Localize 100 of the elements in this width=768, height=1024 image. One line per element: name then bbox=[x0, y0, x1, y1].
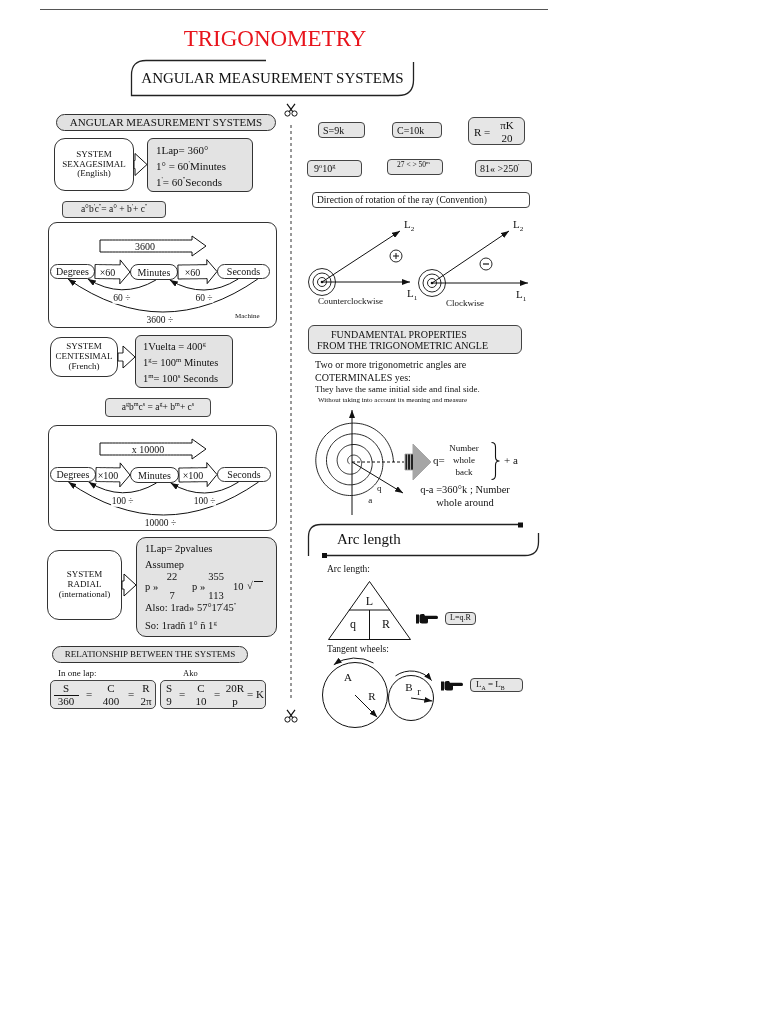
section-heading: ANGULAR MEASUREMENT SYSTEMS bbox=[141, 69, 404, 87]
conversion-text: Assumep bbox=[145, 559, 185, 571]
angle-label: q bbox=[376, 484, 382, 495]
heading-frame bbox=[307, 522, 540, 558]
formula-box bbox=[50, 680, 156, 709]
body-text: They have the same initial side and final side. bbox=[315, 385, 480, 395]
edge-label: ×100 bbox=[96, 469, 120, 481]
formula-text: 360 bbox=[57, 695, 75, 708]
formula-text: = bbox=[213, 688, 221, 701]
direction-caption: Clockwise bbox=[446, 299, 484, 309]
unit-name: Degrees bbox=[56, 469, 90, 480]
conversion-text: So: 1radñ 1° ñ 1$^{g}$ bbox=[145, 620, 217, 632]
unit-name: Minutes bbox=[137, 266, 171, 278]
curved-arrow bbox=[67, 278, 259, 313]
curved-arrow bbox=[88, 481, 157, 494]
system-name: SYSTEM RADIAL (international) bbox=[57, 570, 112, 600]
conversion-text: 1Vuelta = 400$^{g}$ bbox=[143, 341, 206, 353]
formula-text: L=q.R bbox=[450, 614, 471, 623]
formula-text: C bbox=[107, 682, 115, 695]
formula-box bbox=[470, 678, 523, 692]
conversion-text: 355 bbox=[208, 571, 224, 583]
caption-box bbox=[312, 192, 530, 208]
edge-label: ×60 bbox=[183, 266, 202, 278]
edge-label: 60 ÷ bbox=[112, 293, 132, 304]
formula-text: = K bbox=[247, 688, 264, 701]
conversion-text: Also: 1rad» 57°17$^{'}$45$^{''}$ bbox=[145, 602, 237, 614]
formula-text: q= bbox=[433, 454, 445, 467]
formula-text: 9$^{o}$10$^{g}$ bbox=[314, 163, 336, 174]
formula-box bbox=[468, 117, 525, 145]
formula-text: 20 bbox=[501, 132, 513, 145]
formula-text: = bbox=[178, 688, 186, 701]
section-heading: ANGULAR MEASUREMENT SYSTEMS bbox=[69, 116, 263, 129]
system-name: SYSTEM SEXAGESIMAL (English) bbox=[61, 149, 127, 180]
block-arrow bbox=[133, 153, 148, 176]
formula-text: R = bbox=[474, 126, 491, 139]
formula-text: a$^{g}$b$^{m}$c$^{s}$ = a$^{g}$+ b$^{m}$+ c$^{s}$ bbox=[121, 402, 195, 413]
callout-box bbox=[47, 550, 122, 620]
formula-text: S=9k bbox=[323, 125, 345, 136]
formula-text: = bbox=[85, 688, 93, 701]
conversion-text: 1Lap= 2pvalues bbox=[145, 543, 213, 555]
conversion-text: 22 bbox=[166, 571, 178, 583]
ray-label: L$_{1}$ bbox=[516, 288, 527, 301]
formula-text: q-a =360°k ; Number whole around bbox=[419, 483, 511, 509]
section-heading: RELATIONSHIP BETWEEN THE SYSTEMS bbox=[64, 649, 236, 660]
wheel-label: r bbox=[417, 685, 421, 697]
page-title: TRIGONOMETRY bbox=[183, 26, 367, 52]
info-panel bbox=[135, 335, 233, 388]
wheel-label: B bbox=[405, 680, 413, 694]
section-heading: Arc length bbox=[337, 531, 401, 548]
callout-box bbox=[54, 138, 134, 191]
formula-text: = bbox=[127, 688, 135, 701]
conversion-text: 1Lap= 360° bbox=[156, 144, 209, 157]
edge-label: 100 ÷ bbox=[110, 496, 135, 507]
block-arrow bbox=[117, 345, 136, 369]
formula-triangle bbox=[328, 581, 411, 640]
formula-box bbox=[387, 159, 443, 175]
edge-label: 10000 ÷ bbox=[143, 517, 178, 529]
edge-label: 60 ÷ bbox=[194, 292, 214, 304]
conversion-text: 1$^{'}$= 60$^{''}$Seconds bbox=[156, 176, 222, 189]
edge-label: 100 ÷ bbox=[192, 495, 217, 507]
unit-name: Seconds bbox=[227, 469, 261, 480]
formula-text: L$_{A}$ = L$_{B}$ bbox=[476, 680, 505, 690]
formula-box bbox=[62, 201, 166, 218]
formula-box bbox=[445, 612, 476, 625]
edge-label: ×100 bbox=[181, 469, 205, 481]
arrow-label: 3600 bbox=[135, 240, 155, 252]
wheel-label: R bbox=[368, 689, 376, 703]
conversion-text: 1$^{m}$= 100$^{s}$ Seconds bbox=[143, 373, 219, 385]
conversion-text: p » bbox=[192, 581, 206, 593]
system-name: SYSTEM CENTESIMAL (French) bbox=[54, 342, 114, 372]
triangle-label: R bbox=[382, 618, 390, 632]
formula-text: C=10k bbox=[397, 125, 425, 136]
edge-label: 3600 ÷ bbox=[145, 314, 175, 326]
formula-text: 9 bbox=[166, 695, 172, 708]
formula-box bbox=[392, 122, 442, 138]
edge-label: ×60 bbox=[98, 266, 117, 278]
formula-text: S bbox=[62, 682, 70, 695]
section-pill bbox=[56, 114, 276, 131]
formula-text: + a bbox=[504, 454, 518, 467]
formula-text: S bbox=[165, 682, 173, 695]
conversion-text: 113 bbox=[208, 590, 224, 602]
unit-name: Degrees bbox=[56, 266, 89, 277]
section-heading: FUNDAMENTAL PROPERTIES FROM THE TRIGONOMETRIC ANGLE bbox=[317, 329, 490, 351]
wheel-drawing bbox=[322, 662, 388, 728]
block-arrow bbox=[121, 573, 137, 597]
wheel-drawing bbox=[388, 675, 434, 721]
formula-box bbox=[307, 160, 362, 177]
curved-arrow bbox=[170, 481, 240, 494]
formula-text: R bbox=[142, 682, 150, 695]
formula-caption: In one lap: bbox=[58, 669, 97, 679]
caption-text: Direction of rotation of the ray (Convention) bbox=[317, 195, 487, 206]
arrow-label: x 10000 bbox=[131, 443, 165, 455]
conversion-text: 7 bbox=[169, 590, 175, 602]
direction-caption: Counterclockwise bbox=[318, 297, 383, 307]
section-box bbox=[308, 325, 522, 354]
info-panel bbox=[147, 138, 253, 192]
subheading: Arc length: bbox=[327, 564, 370, 575]
unit-name: Seconds bbox=[226, 266, 261, 277]
formula-text: 2π bbox=[140, 695, 152, 708]
formula-text: 20R bbox=[225, 682, 245, 695]
